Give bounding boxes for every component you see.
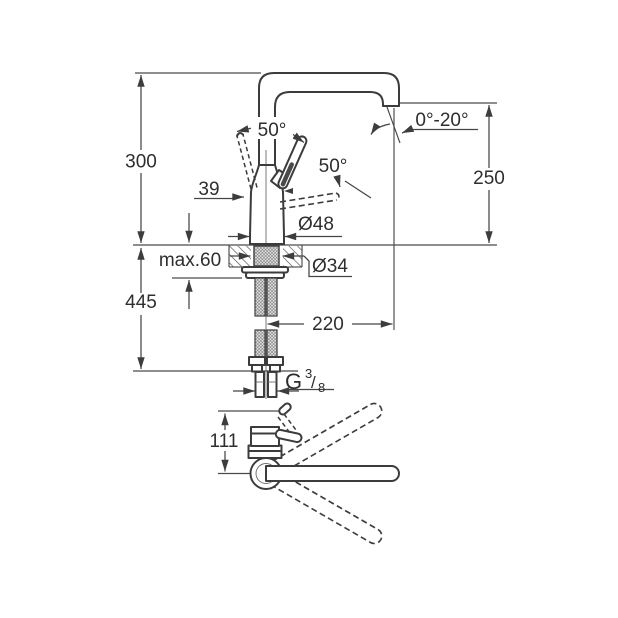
dimension-dia34 — [230, 252, 352, 278]
dim-250-label: 250 — [473, 168, 505, 189]
hose-thread-left — [254, 371, 265, 398]
lever-alt-position-flat — [279, 188, 340, 210]
lever-plan — [247, 402, 303, 459]
angle-0-20-label: 0°-20° — [415, 110, 468, 131]
thread-slash-label: / — [311, 373, 316, 392]
dim-111-label: 111 — [210, 431, 239, 452]
shank-and-fixing — [241, 245, 289, 279]
top-view — [218, 402, 400, 545]
dim-445-label: 445 — [125, 292, 157, 313]
dia-34-label: Ø34 — [312, 256, 348, 277]
front-view — [133, 72, 497, 399]
lever-pivot-arrow — [284, 188, 293, 194]
hose-thread-right — [267, 371, 278, 398]
lever-alt-position-up — [236, 132, 258, 190]
lever-handle — [277, 135, 308, 190]
mounting-nut — [245, 271, 285, 279]
spout-plan — [265, 465, 400, 482]
angle-50-front-label: 50° — [319, 156, 348, 177]
extension-lines — [133, 72, 497, 372]
thread-numerator-label: 3 — [305, 366, 312, 381]
connection-hoses — [248, 277, 284, 398]
annotation-angle-50-back — [236, 125, 305, 144]
spout-tube — [258, 72, 401, 166]
spout-swing-down — [271, 471, 383, 545]
labels: 300 445 max.60 39 50° 50° Ø48 Ø34 220 0°… — [125, 110, 505, 452]
spout-swing-up — [271, 402, 383, 476]
dimension-g38 — [233, 387, 334, 395]
outlet-angle-line — [386, 106, 401, 144]
dimension-39 — [194, 193, 244, 201]
annotation-angle-50-front — [333, 174, 372, 199]
dim-300-label: 300 — [125, 152, 157, 173]
dim-220-label: 220 — [312, 314, 344, 335]
dia-48-label: Ø48 — [298, 214, 334, 235]
thread-g-label: G — [285, 369, 302, 394]
lever-tip-raised — [278, 402, 292, 416]
thread-denominator-label: 8 — [318, 380, 325, 395]
hose-fitting-right — [266, 356, 284, 366]
dim-max60-label: max.60 — [159, 250, 221, 271]
label-mask — [251, 117, 293, 139]
dim-39-label: 39 — [198, 179, 219, 200]
hose-fitting-left — [248, 356, 266, 366]
annotation-angle-0-20 — [370, 122, 478, 135]
angle-50-back-label: 50° — [258, 120, 287, 141]
